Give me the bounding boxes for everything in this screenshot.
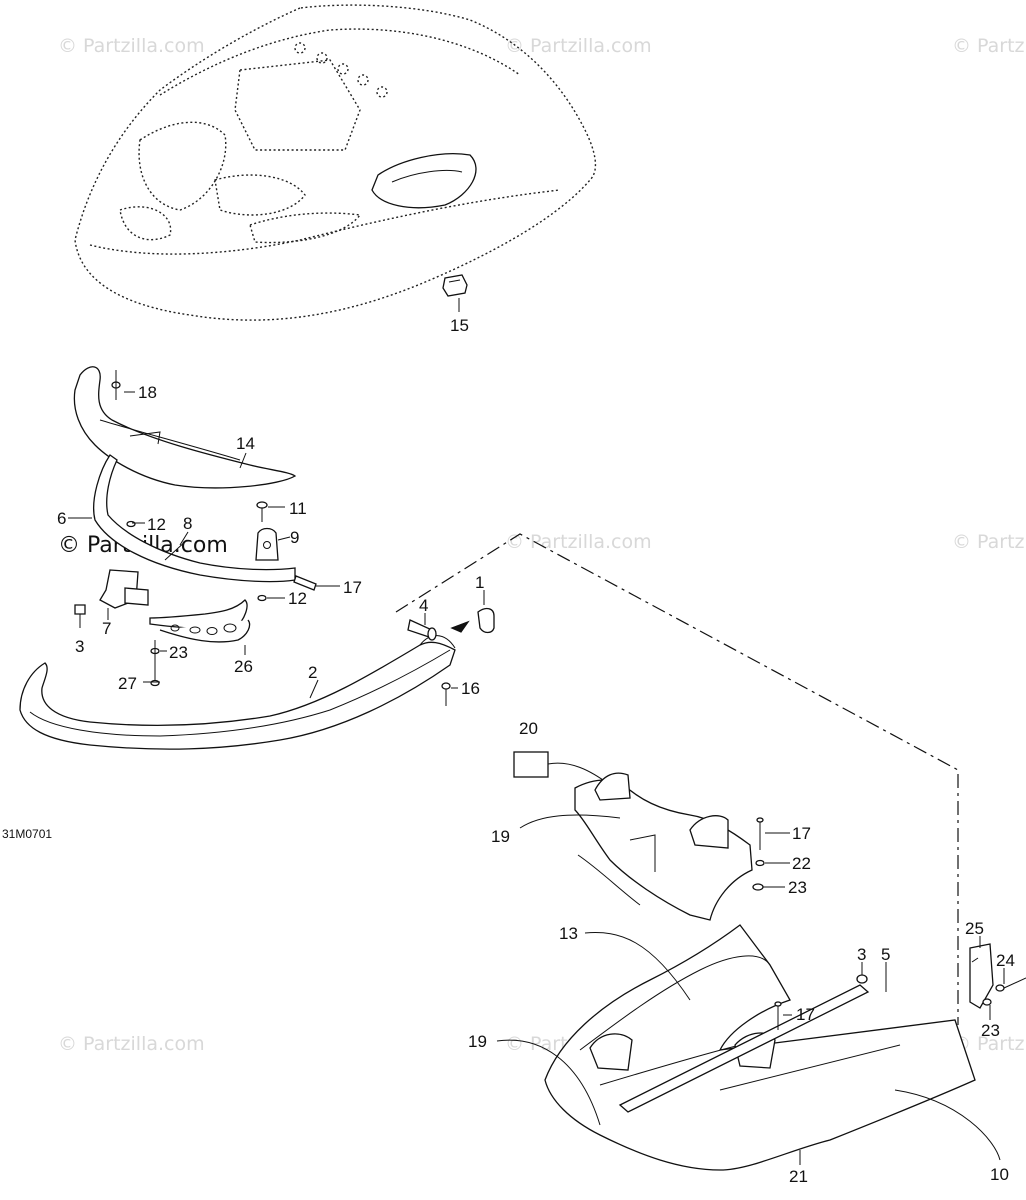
callout-21: 21 [789, 1167, 808, 1186]
callout-10: 10 [990, 1165, 1009, 1184]
callout-27: 27 [118, 674, 137, 693]
callout-17: 17 [796, 1005, 815, 1024]
callout-26: 26 [234, 657, 253, 676]
watermark: © Partzilla.com [952, 35, 1026, 57]
small-hardware [111, 370, 451, 706]
diagram-code: 31M0701 [2, 827, 52, 841]
callout-3: 3 [75, 637, 84, 656]
callout-18: 18 [138, 383, 157, 402]
bumper-part-2 [19, 635, 456, 750]
rail-part-5 [618, 962, 887, 1113]
callout-12: 12 [147, 515, 166, 534]
callout-23: 23 [788, 878, 807, 897]
callout-13: 13 [559, 924, 578, 943]
watermark: © Partzilla.com [58, 35, 205, 57]
callout-4: 4 [419, 596, 428, 615]
hood-outline [74, 4, 597, 321]
fastener-parts-1-4 [407, 607, 495, 641]
brace-part-26 [149, 599, 251, 643]
pan-part-19-upper [574, 772, 753, 921]
callout-1: 1 [475, 573, 484, 592]
watermark: © Partzilla.com [505, 35, 652, 57]
watermarks: © Partzilla.com © Partzilla.com © Partzi… [58, 35, 1026, 1055]
watermark: © Partzilla.com [952, 1033, 1026, 1055]
callouts: 18 14 11 6 12 8 9 17 12 1 4 7 3 23 26 2 … [57, 316, 1015, 1186]
callout-6: 6 [57, 509, 66, 528]
clip-part-15 [442, 274, 468, 312]
bracket-part-7 [74, 569, 149, 628]
callout-11: 11 [289, 499, 307, 518]
leader-lines [68, 391, 1005, 1165]
watermark: © Partzilla.com [952, 531, 1026, 553]
callout-24: 24 [996, 951, 1015, 970]
washer-part-23 [982, 998, 992, 1006]
callout-16: 16 [461, 679, 480, 698]
vent-holes [294, 42, 388, 98]
callout-8: 8 [183, 514, 192, 533]
bracket-part-25 [969, 943, 994, 1009]
callout-17: 17 [792, 824, 811, 843]
callout-23: 23 [169, 643, 188, 662]
callout-3: 3 [857, 945, 866, 964]
bracket-part-9 [255, 527, 291, 561]
callout-7: 7 [102, 619, 111, 638]
callout-17: 17 [343, 578, 362, 597]
callout-2: 2 [308, 663, 317, 682]
callout-12: 12 [288, 589, 307, 608]
callout-19: 19 [491, 827, 510, 846]
callout-9: 9 [290, 528, 299, 547]
screw-part-11 [256, 501, 285, 522]
pan-part-13 [544, 924, 976, 1171]
callout-20: 20 [519, 719, 538, 738]
callout-14: 14 [236, 434, 255, 453]
callout-5: 5 [881, 945, 890, 964]
callout-15: 15 [450, 316, 469, 335]
screw-part-24 [995, 977, 1026, 992]
label-part-20 [513, 751, 611, 786]
callout-22: 22 [792, 854, 811, 873]
callout-19: 19 [468, 1032, 487, 1051]
watermark: © Partzilla.com [58, 1033, 205, 1055]
watermark: © Partzilla.com [505, 531, 652, 553]
callout-23: 23 [981, 1021, 1000, 1040]
assembly-line [395, 533, 959, 1025]
upper-panel-part-14 [73, 366, 297, 489]
callout-25: 25 [965, 919, 984, 938]
